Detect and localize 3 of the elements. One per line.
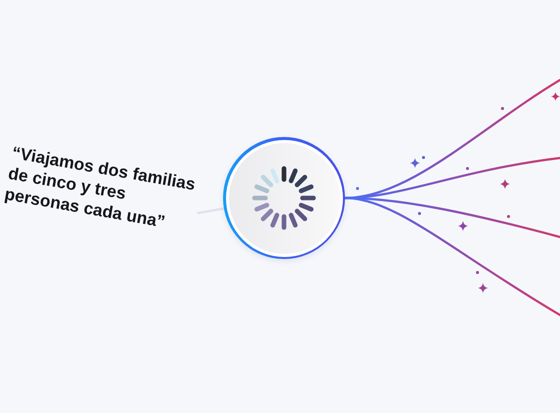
connector-line xyxy=(196,207,225,214)
quote-text: “Viajamos dos familias de cinco y tres personas cada una” xyxy=(3,142,205,238)
branch-line xyxy=(344,196,560,316)
